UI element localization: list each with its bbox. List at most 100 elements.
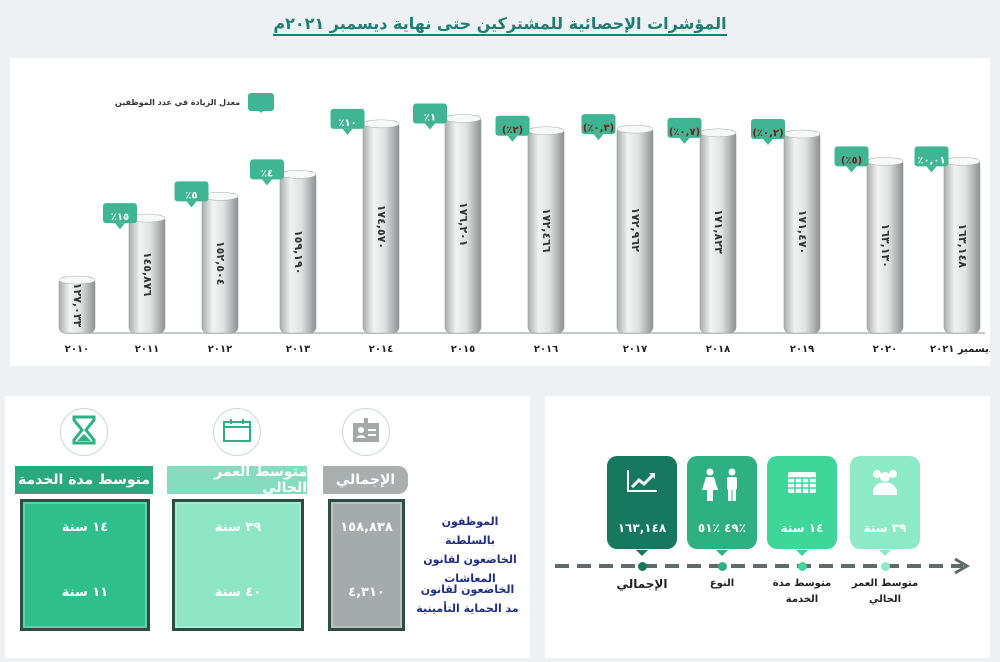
bar-value-label: ١٤٥,٨٧٦ — [141, 252, 154, 297]
bar-value-label: ١٧٤,٥٧٠ — [375, 205, 388, 249]
id-card-icon — [351, 416, 381, 448]
page-title: المؤشرات الإحصائية للمشتركين حتى نهاية د… — [0, 14, 1000, 36]
growth-label: ٪١ — [424, 112, 436, 123]
bar-value-label: ١٧٢,٩٦٢ — [629, 207, 642, 252]
x-tick-label: ٢٠١٩ — [790, 344, 814, 355]
growth-badge: ٪٠,٠١ — [914, 146, 949, 173]
bar-top — [444, 114, 482, 123]
row-label-pension-law: الموظفون بالسلطنة الخاضعون لقانون المعاش… — [423, 515, 517, 585]
chart-legend: معدل الزيادة في عدد الموظفين — [115, 93, 275, 113]
growth-label: (٪٥) — [841, 155, 862, 166]
column-values-box: ٣٩ سنة ٤٠ سنة — [172, 499, 304, 631]
timeline-arrow — [555, 557, 970, 575]
timeline-dot — [798, 562, 807, 571]
column-header: متوسط العمر الحالي — [167, 464, 307, 496]
growth-label: ٪٤ — [261, 168, 273, 179]
timeline-card-value: ٣٩ سنة — [863, 521, 907, 535]
bar-value-label: ١٢٧,٠٣٣ — [71, 283, 84, 328]
bar-top — [58, 275, 96, 285]
value-row-1: ١٥٨,٨٣٨ — [340, 520, 393, 535]
timeline-label: متوسط مدة الخدمة — [772, 578, 832, 605]
growth-badge: ٪٥ — [174, 181, 209, 208]
bar-value-label: ١٧١,٨٢٣ — [712, 209, 725, 254]
timeline-dot — [718, 562, 727, 571]
id-card-circle — [341, 408, 390, 456]
timeline-dot — [881, 562, 890, 571]
value-row-2: ١١ سنة — [61, 585, 109, 600]
bar-value-label: ١٥٩,١٩٠ — [292, 230, 305, 274]
calendar-icon — [222, 417, 252, 447]
growth-badge: (٪٠,٢) — [751, 119, 785, 146]
growth-badge: ٪١٥ — [103, 203, 137, 230]
bar-top — [279, 170, 317, 179]
growth-label: ٪٥ — [185, 190, 197, 201]
bar-chart-panel: ١٢٧,٠٣٣ ٢٠١٠ ١٤٥,٨٧٦ ٢٠١١ ١٥٢,٥٠٤ ٢٠١٢ ١٥٩,١٩٠… — [10, 58, 990, 366]
row-label-protection-law: الخاضعون لقانون مد الحماية التأمينية — [416, 583, 519, 615]
summary-panel: متوسط مدة الخدمة ١٤ سنة ١١ سنة متوسط الع… — [5, 396, 530, 658]
growth-label: ٪٠,٠١ — [917, 155, 945, 166]
growth-label: ٪١٥ — [111, 212, 129, 223]
growth-label: (٪٠,٣) — [583, 123, 614, 134]
value-row-2: ٤,٣١٠ — [348, 585, 385, 600]
x-tick-label: ٢٠١١ — [135, 344, 159, 355]
trend-chart-icon — [625, 468, 659, 497]
timeline-card-value: ٪٤٩ ٪٥١ — [697, 521, 747, 535]
growth-badge: (٪٢) — [495, 115, 530, 142]
x-tick-label: ٢٠١٠ — [65, 344, 89, 355]
bar-value-label: ١٧٢,٤٦٦ — [540, 208, 553, 253]
x-tick-label: ٢٠١٦ — [534, 344, 558, 355]
growth-badge: ٪١٠ — [330, 108, 365, 135]
bar-top — [866, 157, 904, 166]
column-values-box: ١٤ سنة ١١ سنة — [20, 499, 150, 631]
bar-chart: ١٢٧,٠٣٣ ٢٠١٠ ١٤٥,٨٧٦ ٢٠١١ ١٥٢,٥٠٤ ٢٠١٢ ١٥٩,١٩٠… — [58, 103, 990, 355]
timeline-label: الإجمالي — [616, 577, 668, 591]
column-header: الإجمالي — [323, 466, 408, 494]
growth-badge: ٪١ — [413, 103, 447, 130]
bar-top — [362, 119, 400, 129]
x-tick-label: ٢٠٢٠ — [873, 344, 897, 355]
growth-badge: ٪٤ — [250, 159, 284, 186]
growth-label: (٪٢) — [502, 125, 523, 136]
legend-label: معدل الزيادة في عدد الموظفين — [115, 97, 241, 107]
bar-value-label: ١٥٢,٥٠٤ — [214, 241, 227, 285]
column-values-box: ١٥٨,٨٣٨ ٤,٣١٠ — [328, 499, 405, 631]
gender-icon — [699, 468, 745, 505]
bar-top — [699, 128, 737, 138]
x-tick-label: ٢٠١٤ — [369, 344, 393, 355]
timeline-dot — [638, 562, 647, 571]
growth-badge: (٪٠,٣) — [581, 114, 616, 141]
calendar-circle — [213, 408, 261, 456]
bar-value-label: ١٧٦,٢٠١ — [457, 202, 470, 246]
value-row-2: ٤٠ سنة — [214, 585, 262, 600]
timeline-label: متوسط العمر الحالي — [851, 578, 919, 605]
timeline-panel: ١٦٣,١٤٨ الإجمالي ٪٤٩ ٪٥١ النوع ١٤ سنة مت… — [545, 396, 990, 658]
x-tick-label: ٢٠١٥ — [451, 344, 475, 355]
timeline-card-value: ١٤ سنة — [780, 521, 824, 535]
legend-swatch — [248, 93, 275, 113]
bar-top — [527, 126, 565, 136]
x-tick-label: ٢٠١٢ — [208, 344, 232, 355]
x-tick-label: ديسمبر ٢٠٢١ — [930, 344, 990, 355]
timeline-card: ٪٤٩ ٪٥١ — [687, 456, 757, 556]
timeline-label: النوع — [709, 578, 735, 589]
bar-value-label: ١٧١,٤٧٠ — [796, 210, 809, 254]
timeline-card: ١٤ سنة — [767, 456, 837, 556]
x-tick-label: ٢٠١٨ — [706, 344, 730, 355]
group-icon — [870, 468, 900, 499]
growth-badge: (٪٠,٧) — [667, 117, 702, 144]
growth-label: (٪٠,٧) — [669, 127, 700, 138]
timeline-card: ١٦٣,١٤٨ — [607, 456, 677, 556]
bar-top — [783, 129, 821, 139]
calendar-icon — [786, 468, 818, 497]
value-row-1: ٣٩ سنة — [214, 520, 262, 535]
column-header: متوسط مدة الخدمة — [15, 466, 153, 494]
bar-top — [616, 124, 654, 134]
timeline-card-value: ١٦٣,١٤٨ — [617, 521, 667, 535]
hourglass-icon — [71, 415, 97, 449]
x-tick-label: ٢٠١٧ — [623, 344, 647, 355]
timeline-card: ٣٩ سنة — [850, 456, 920, 556]
bar-value-label: ١٦٣,١٤٨ — [956, 223, 969, 268]
growth-label: (٪٠,٢) — [752, 128, 783, 139]
value-row-1: ١٤ سنة — [61, 520, 109, 535]
hourglass-circle — [60, 408, 108, 456]
